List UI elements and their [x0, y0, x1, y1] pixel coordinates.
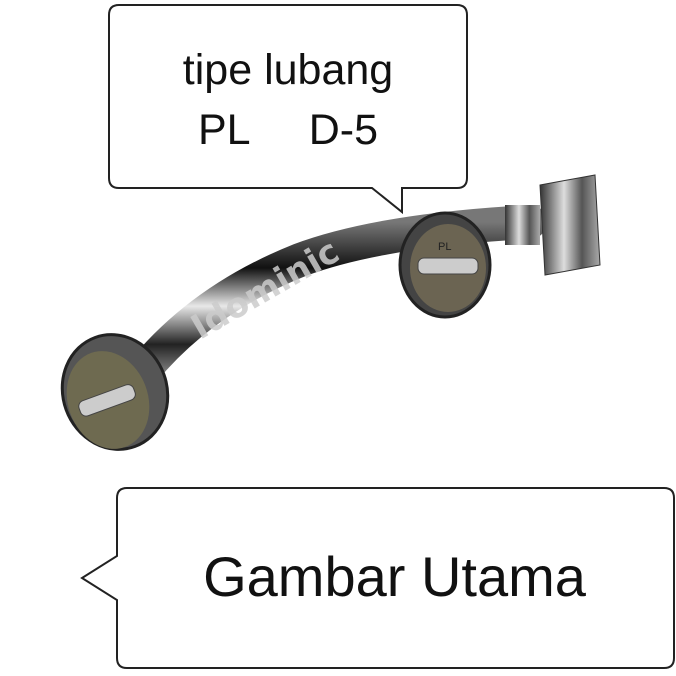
right-connector [505, 205, 540, 245]
callout-bottom-bubble [80, 487, 675, 669]
middle-nut-slot [417, 257, 479, 275]
right-hex-nut [539, 174, 601, 276]
callout-bottom-text: Gambar Utama [203, 545, 586, 608]
callout-top-line1: tipe lubang [182, 46, 394, 94]
callout-top-line2: PL D-5 [197, 106, 379, 154]
callout-top-bubble [108, 4, 468, 215]
nut-marking: PL [438, 241, 451, 253]
callout-top-text: tipe lubang PL D-5 [109, 40, 467, 160]
left-nut-slot [78, 384, 136, 417]
